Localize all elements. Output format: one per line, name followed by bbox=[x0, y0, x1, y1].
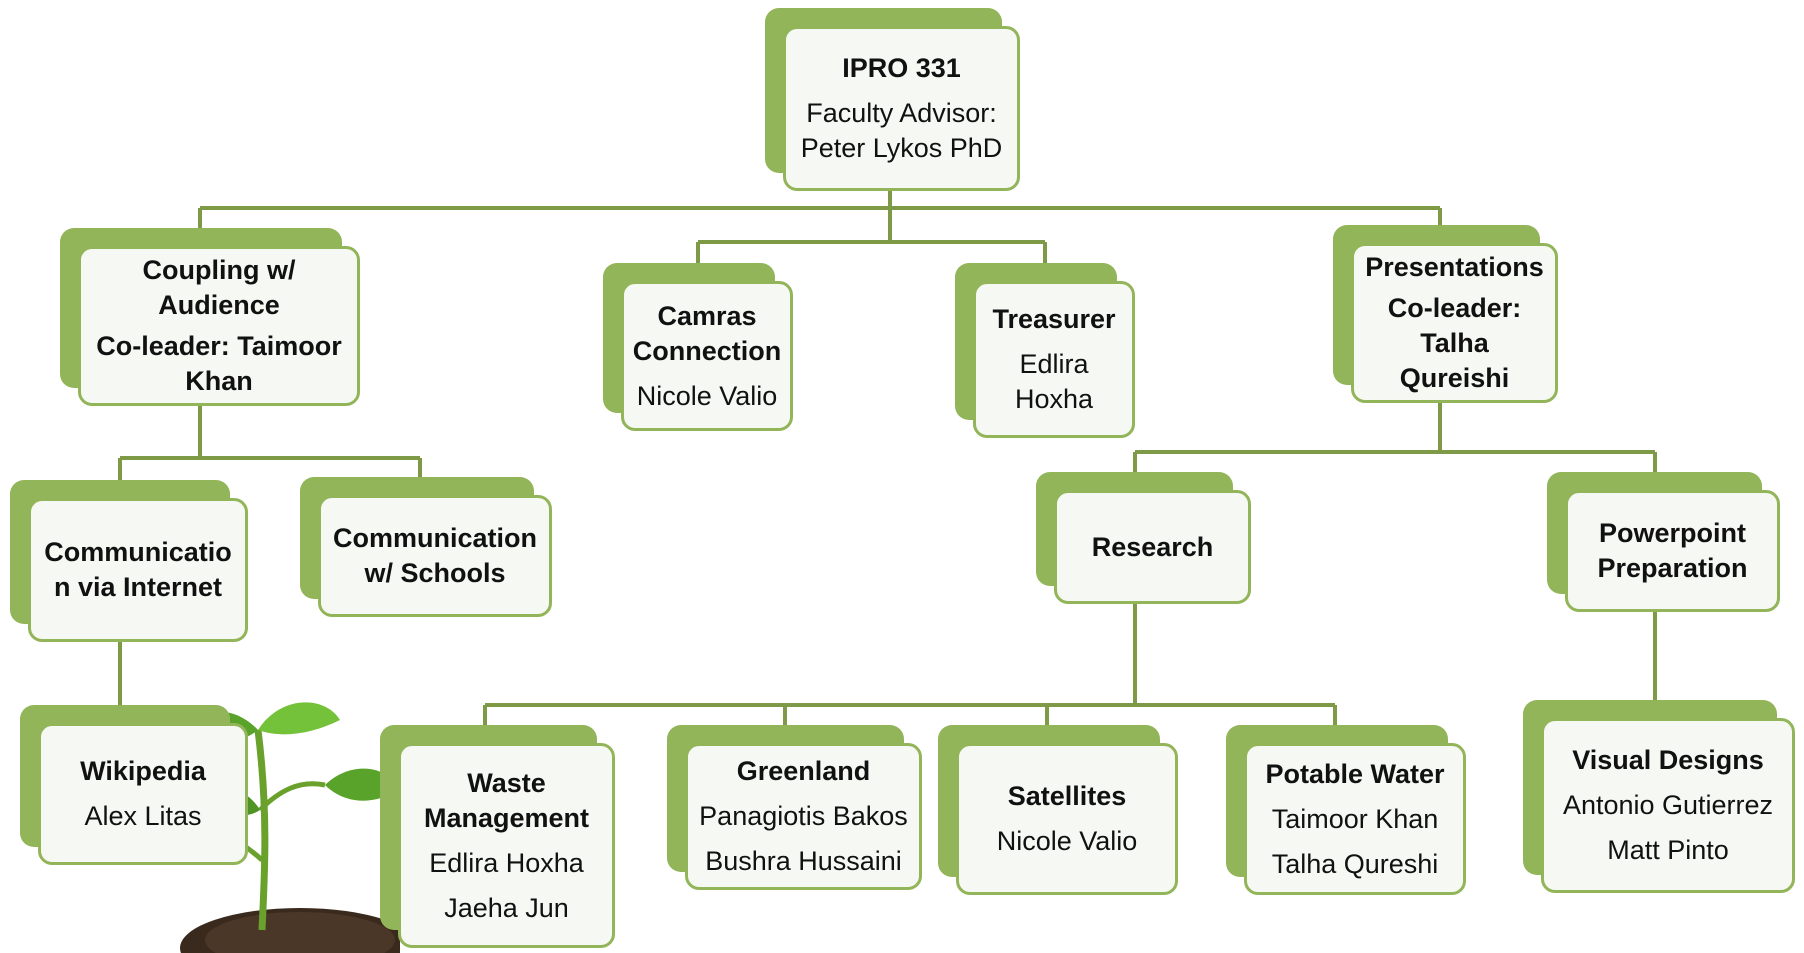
node-camras-connection: Camras Connection Nicole Valio bbox=[603, 263, 793, 431]
node-line: Matt Pinto bbox=[1607, 835, 1729, 865]
node-presentations: Presentations Co-leader: Talha Qureishi bbox=[1333, 225, 1558, 403]
node-line: Talha Qureishi bbox=[1399, 328, 1510, 393]
node-waste-management: Waste Management Edlira Hoxha Jaeha Jun bbox=[380, 725, 615, 948]
node-wikipedia: Wikipedia Alex Litas bbox=[20, 705, 248, 865]
node-title: IPRO 331 bbox=[842, 53, 961, 83]
node-line: Co-leader: bbox=[1387, 293, 1522, 323]
node-title: Communication w/ Schools bbox=[332, 523, 537, 588]
node-research: Research bbox=[1036, 472, 1251, 604]
node-title: Wikipedia bbox=[80, 756, 206, 786]
node-line: Alex Litas bbox=[84, 801, 202, 831]
node-line: Bushra Hussaini bbox=[705, 846, 902, 876]
node-line: Co-leader: Taimoor Khan bbox=[96, 331, 342, 396]
node-line: Jaeha Jun bbox=[444, 892, 569, 923]
node-title: Visual Designs bbox=[1572, 745, 1764, 775]
node-title: Satellites bbox=[1007, 781, 1127, 811]
node-communication-w-schools: Communication w/ Schools bbox=[300, 477, 552, 617]
node-greenland: Greenland Panagiotis Bakos Bushra Hussai… bbox=[667, 725, 922, 890]
node-line: Hoxha bbox=[1014, 384, 1094, 414]
node-title: Waste Management bbox=[423, 767, 590, 833]
node-satellites: Satellites Nicole Valio bbox=[938, 725, 1178, 895]
node-title: Communicatio n via Internet bbox=[44, 537, 232, 602]
node-title: Presentations bbox=[1365, 252, 1544, 282]
node-line: Edlira bbox=[1019, 349, 1089, 379]
node-line: Nicole Valio bbox=[636, 380, 778, 411]
node-title: Coupling w/ Audience bbox=[142, 255, 296, 320]
node-line: Nicole Valio bbox=[996, 826, 1138, 856]
node-line: Panagiotis Bakos bbox=[699, 801, 908, 831]
node-potable-water: Potable Water Taimoor Khan Talha Qureshi bbox=[1226, 725, 1466, 895]
node-line: Talha Qureshi bbox=[1271, 848, 1439, 879]
node-line: Edlira Hoxha bbox=[429, 847, 584, 878]
node-title: Camras Connection bbox=[632, 300, 782, 366]
node-title: Potable Water bbox=[1265, 758, 1445, 789]
node-line: Antonio Gutierrez bbox=[1562, 790, 1774, 820]
node-ipro-331: IPRO 331 Faculty Advisor: Peter Lykos Ph… bbox=[765, 8, 1020, 191]
node-title: Treasurer bbox=[992, 304, 1116, 334]
node-line: Faculty Advisor: bbox=[806, 98, 997, 128]
node-treasurer: Treasurer Edlira Hoxha bbox=[955, 263, 1135, 438]
node-title: Greenland bbox=[736, 756, 871, 786]
node-visual-designs: Visual Designs Antonio Gutierrez Matt Pi… bbox=[1523, 700, 1795, 893]
node-powerpoint-preparation: Powerpoint Preparation bbox=[1547, 472, 1780, 612]
node-title: Research bbox=[1091, 531, 1214, 562]
node-coupling-w-audience: Coupling w/ Audience Co-leader: Taimoor … bbox=[60, 228, 360, 406]
node-line: Peter Lykos PhD bbox=[800, 133, 1003, 163]
node-line: Taimoor Khan bbox=[1271, 803, 1439, 834]
node-title: Powerpoint Preparation bbox=[1597, 518, 1748, 583]
node-communication-via-internet: Communicatio n via Internet bbox=[10, 480, 248, 642]
